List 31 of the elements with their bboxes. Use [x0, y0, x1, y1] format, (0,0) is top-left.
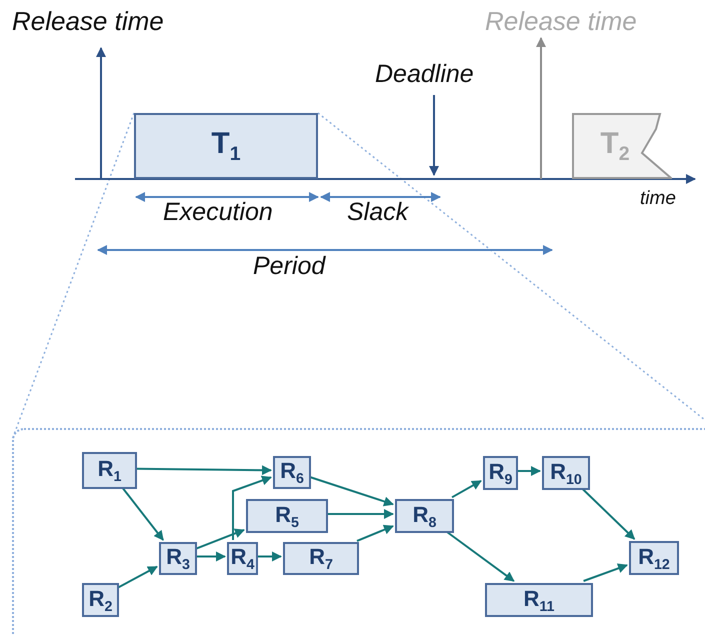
arrow: [583, 564, 628, 582]
task-box: T$_{1}$: [134, 113, 318, 179]
task-box: R$_{8}$: [395, 499, 454, 533]
event-label: Release time: [12, 6, 164, 37]
arrow: [452, 480, 482, 498]
task-box: R$_{10}$: [542, 456, 590, 490]
arrow: [232, 476, 272, 540]
task-box: R$_{9}$: [483, 456, 518, 490]
task-box: R$_{7}$: [283, 542, 359, 575]
arrow: [195, 552, 226, 562]
zoom-panel: [12, 428, 705, 636]
arrow: [516, 466, 541, 476]
dimension-label: Slack: [347, 198, 408, 227]
task-box: R$_{2}$: [82, 583, 119, 617]
arrow: [326, 509, 394, 519]
event-label: Release time: [485, 6, 637, 37]
zoom-line: [318, 112, 705, 421]
arrow: [356, 524, 394, 542]
task-box: R$_{3}$: [159, 542, 197, 575]
arrow: [256, 552, 282, 562]
dimension-label: Period: [253, 252, 326, 281]
event-label: Deadline: [375, 60, 474, 89]
task-box: R$_{6}$: [273, 456, 311, 489]
task-box: R$_{5}$: [246, 499, 328, 533]
task-box: R$_{12}$: [629, 541, 679, 575]
task-box: R$_{4}$: [227, 542, 258, 575]
task-box: R$_{1}$: [82, 452, 137, 489]
dimension-label: Execution: [163, 198, 273, 227]
axis-label: time: [640, 188, 676, 210]
task-shape: T$_{2}$: [572, 113, 672, 179]
task-box: R$_{11}$: [485, 583, 593, 617]
